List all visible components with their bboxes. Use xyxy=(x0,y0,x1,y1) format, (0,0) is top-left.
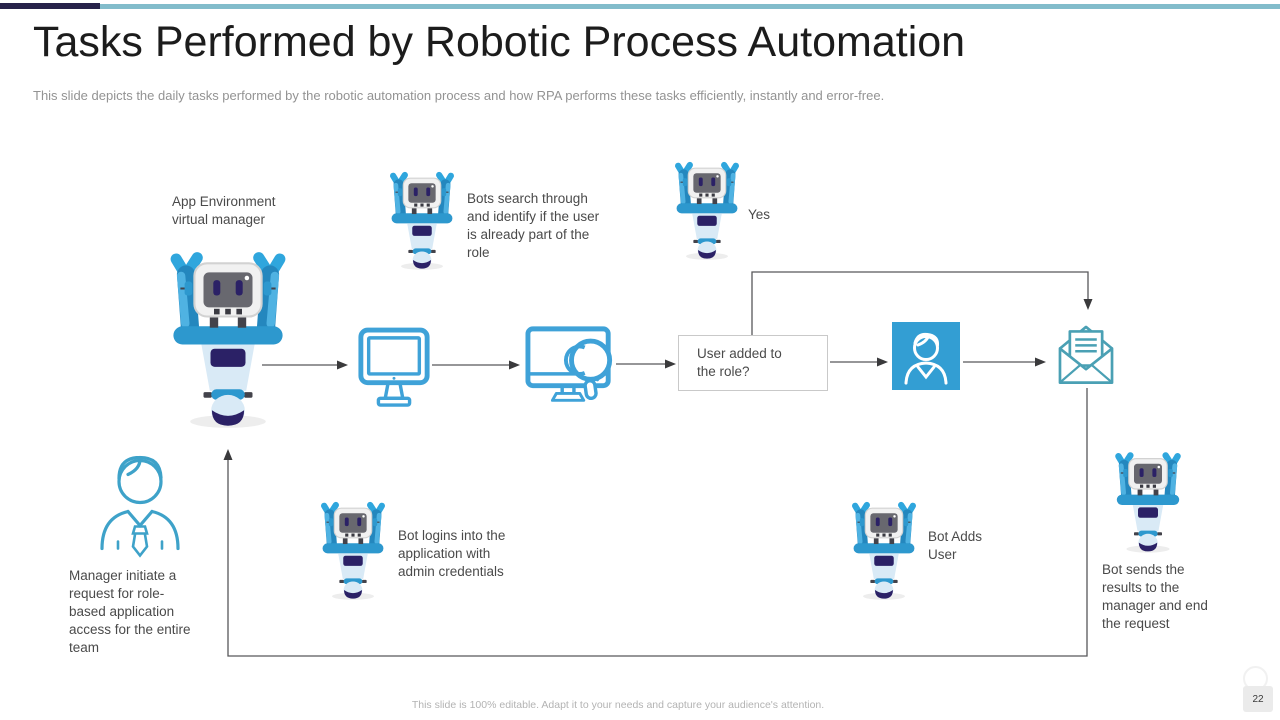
open-envelope-icon xyxy=(1053,318,1119,388)
big-robot-label: App Environment virtual manager xyxy=(172,194,276,227)
robot-icon xyxy=(1108,448,1188,554)
robot-icon xyxy=(668,158,746,261)
topbar-accent-teal xyxy=(100,4,1280,9)
slide-title: Tasks Performed by Robotic Process Autom… xyxy=(33,18,966,66)
slide-subtitle: This slide depicts the daily tasks perfo… xyxy=(33,88,885,103)
bots-search-label: Bots search through and identify if the … xyxy=(467,191,600,260)
page-number: 22 xyxy=(1243,686,1273,712)
robot-icon xyxy=(158,245,298,430)
manager-person-icon xyxy=(88,447,192,565)
bot-sends-label: Bot sends the results to the manager and… xyxy=(1102,562,1208,631)
footer-note: This slide is 100% editable. Adapt it to… xyxy=(411,699,825,711)
decision-label: User added to the role? xyxy=(697,346,782,379)
bot-adds-label: Bot Adds User xyxy=(928,529,983,562)
topbar-accent-dark xyxy=(0,3,100,9)
robot-icon xyxy=(314,498,392,601)
robot-icon xyxy=(845,498,923,601)
robot-icon xyxy=(383,168,461,271)
decision-box: User added to the role? xyxy=(678,335,828,391)
computer-monitor-icon xyxy=(356,326,432,416)
bot-login-label: Bot logins into the application with adm… xyxy=(398,528,506,579)
yes-label: Yes xyxy=(748,207,771,222)
monitor-magnifier-icon xyxy=(525,324,617,414)
user-profile-icon xyxy=(892,322,960,390)
manager-label: Manager initiate a request for role-base… xyxy=(69,568,191,655)
